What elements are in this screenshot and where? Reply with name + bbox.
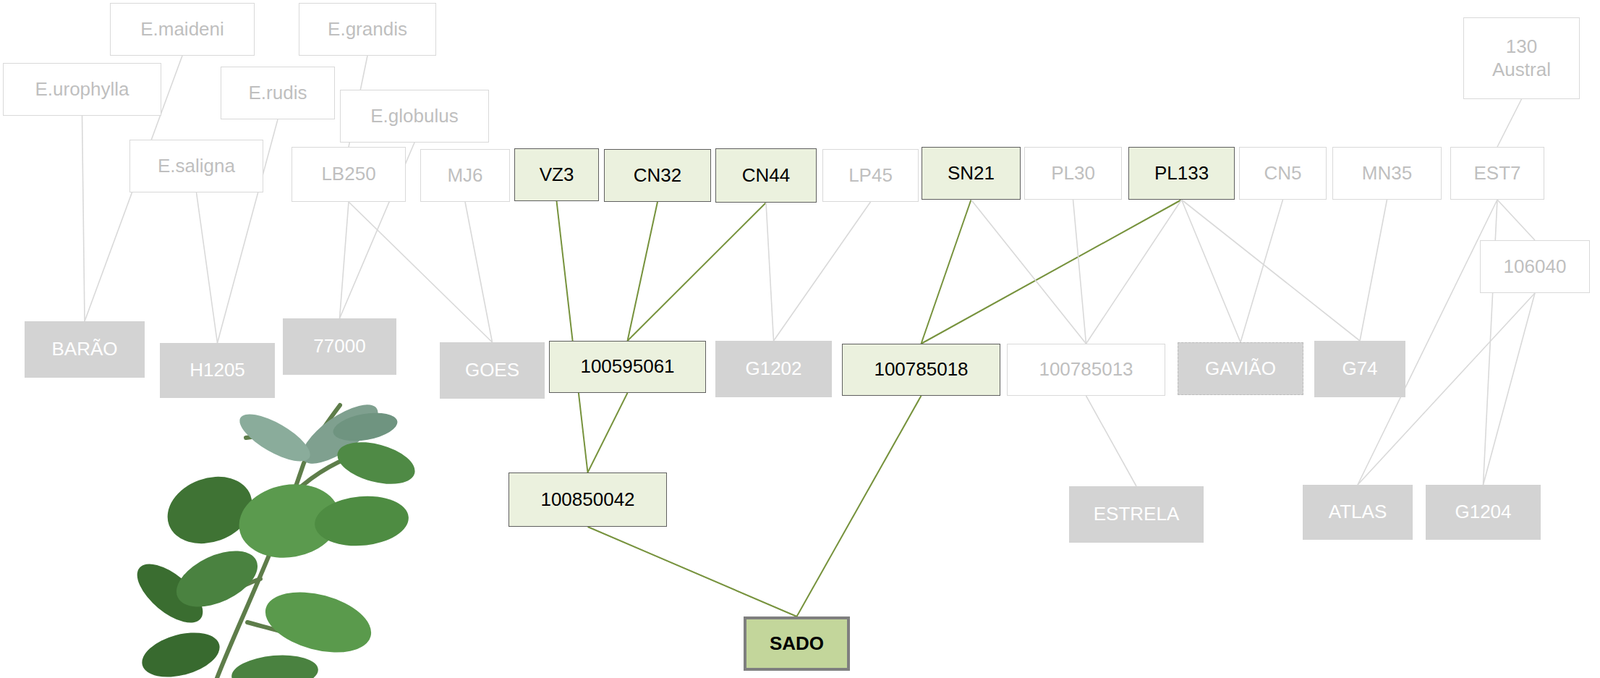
box-label: 77000	[313, 334, 366, 358]
pedigree-box: LP45	[822, 149, 919, 202]
lineage-line	[588, 526, 798, 617]
pedigree-box: E.grandis	[298, 2, 437, 56]
lineage-line	[971, 199, 1087, 344]
lineage-line	[1240, 199, 1284, 343]
box-label: E.grandis	[327, 18, 408, 41]
pedigree-box: ESTRELA	[1069, 486, 1204, 543]
pedigree-box: ATLAS	[1302, 484, 1413, 540]
pedigree-box: E.maideni	[109, 2, 255, 56]
box-label: G1202	[745, 357, 802, 380]
pedigree-box: E.rudis	[220, 66, 335, 120]
pedigree-box: G74	[1314, 340, 1406, 398]
lineage-line	[465, 201, 493, 343]
box-label: E.maideni	[140, 18, 225, 41]
box-label: 100595061	[580, 355, 675, 378]
pedigree-box: 100785013	[1006, 343, 1166, 396]
lineage-line	[588, 392, 628, 473]
box-label: LP45	[848, 164, 893, 187]
pedigree-box: 100595061	[549, 340, 706, 393]
pedigree-box: G1202	[715, 340, 832, 398]
pedigree-box: G1204	[1425, 484, 1541, 540]
lineage-line	[1497, 99, 1522, 147]
lineage-line	[1181, 199, 1242, 343]
box-label: EST7	[1473, 162, 1521, 185]
pedigree-box: 100850042	[508, 472, 667, 527]
pedigree-box: CN44	[715, 148, 817, 203]
pedigree-box: CN5	[1239, 146, 1327, 200]
box-label: ESTRELA	[1093, 502, 1180, 526]
box-label: 106040	[1503, 255, 1567, 278]
box-label: MN35	[1362, 162, 1412, 185]
pedigree-box: 130 Austral	[1463, 17, 1580, 100]
box-label: PL30	[1050, 162, 1096, 185]
pedigree-box: EST7	[1450, 146, 1545, 200]
lineage-line	[627, 202, 767, 341]
lineage-line	[1483, 292, 1536, 485]
box-label: SADO	[769, 632, 824, 655]
pedigree-box: LB250	[291, 146, 406, 202]
lineage-line	[1181, 199, 1361, 341]
box-label: ATLAS	[1328, 500, 1387, 523]
pedigree-box: BARÃO	[24, 321, 145, 378]
pedigree-box: MJ6	[420, 149, 510, 202]
lineage-line	[921, 199, 1182, 344]
pedigree-box: 77000	[282, 318, 397, 375]
box-label: 100785013	[1038, 358, 1133, 381]
lineage-line	[82, 115, 86, 322]
pedigree-box: 106040	[1479, 240, 1590, 293]
box-label: VZ3	[539, 163, 575, 186]
lineage-line	[921, 199, 972, 344]
box-label: GAVIÃO	[1205, 357, 1276, 380]
lineage-line	[766, 202, 774, 341]
pedigree-box: VZ3	[514, 148, 599, 202]
box-label: CN32	[633, 164, 682, 187]
pedigree-box: CN32	[603, 149, 712, 202]
lineage-line	[1086, 395, 1138, 487]
box-label: 100785018	[873, 358, 968, 381]
pedigree-box: PL133	[1128, 146, 1235, 200]
lineage-line	[1086, 199, 1182, 344]
lineage-line	[1497, 199, 1535, 241]
box-label: G74	[1341, 357, 1378, 380]
box-label: LB250	[321, 162, 376, 186]
lineage-line	[627, 201, 659, 341]
pedigree-box: MN35	[1332, 146, 1442, 200]
pedigree-box: E.globulus	[339, 89, 489, 143]
pedigree-box: H1205	[159, 342, 275, 398]
box-label: 130 Austral	[1489, 35, 1555, 81]
box-label: MJ6	[447, 164, 483, 187]
lineage-line	[773, 201, 871, 341]
offspring-box: SADO	[743, 616, 850, 671]
pedigree-box: GOES	[439, 342, 545, 399]
box-label: E.rudis	[248, 81, 308, 105]
lineage-line	[556, 201, 589, 473]
pedigree-box: 100785018	[841, 343, 1001, 396]
pedigree-box: E.saligna	[129, 139, 264, 193]
lineage-line	[1359, 199, 1388, 341]
box-label: SN21	[947, 162, 995, 185]
box-label: H1205	[189, 358, 246, 382]
box-label: CN44	[742, 164, 790, 187]
pedigree-box: GAVIÃO	[1177, 342, 1304, 395]
lineage-line	[1073, 199, 1087, 344]
box-label: BARÃO	[51, 337, 118, 361]
lineage-line	[196, 192, 218, 343]
box-label: E.saligna	[157, 154, 236, 178]
box-label: G1204	[1454, 500, 1512, 523]
box-label: CN5	[1263, 162, 1302, 185]
box-label: GOES	[465, 358, 520, 382]
lineage-line	[797, 395, 922, 617]
pedigree-box: E.urophylla	[2, 62, 162, 116]
pedigree-box: PL30	[1024, 146, 1122, 200]
pedigree-box: SN21	[921, 146, 1021, 200]
box-label: E.urophylla	[34, 78, 129, 101]
lineage-line	[339, 201, 350, 319]
box-label: PL133	[1154, 162, 1209, 185]
box-label: E.globulus	[370, 104, 458, 128]
box-label: 100850042	[540, 488, 635, 511]
